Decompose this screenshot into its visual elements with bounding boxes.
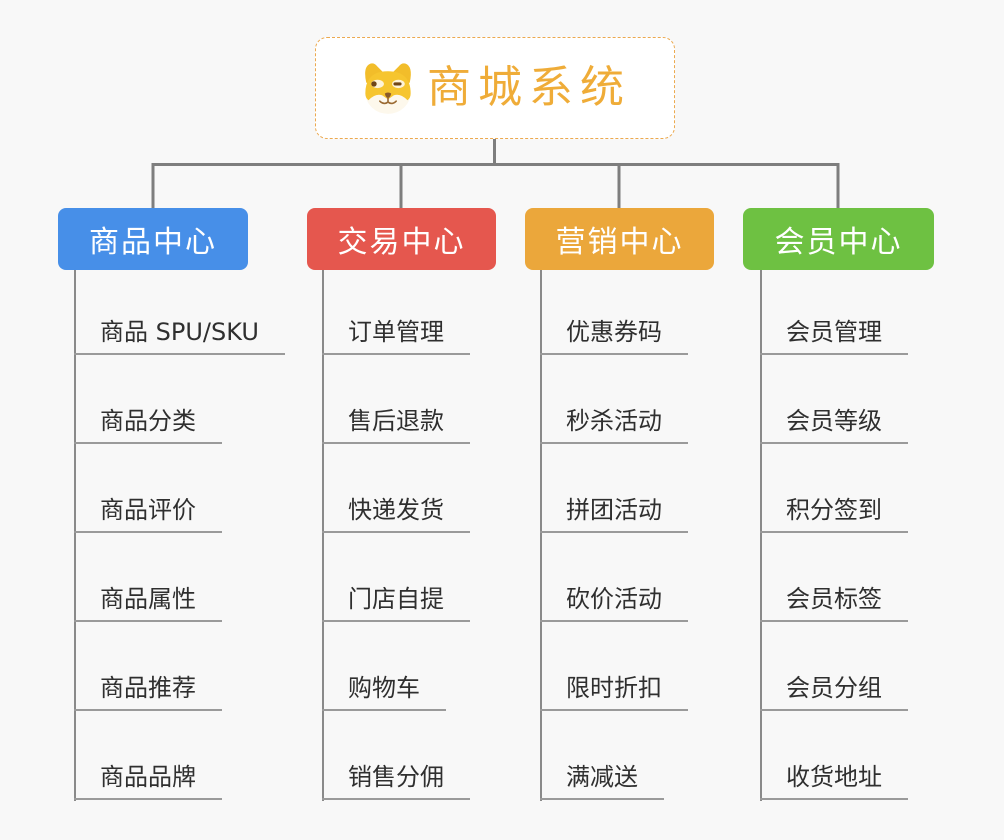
dog-icon [365, 63, 411, 114]
leaf-item[interactable]: 会员等级 [760, 408, 908, 444]
leaf-item[interactable]: 优惠券码 [540, 319, 688, 355]
leaf-item[interactable]: 商品分类 [74, 408, 222, 444]
leaf-item[interactable]: 订单管理 [322, 319, 470, 355]
leaf-column-member: 会员管理 会员等级 积分签到 会员标签 会员分组 收货地址 [760, 266, 908, 800]
leaf-item[interactable]: 商品属性 [74, 586, 222, 622]
branch-box-product[interactable]: 商品中心 [58, 208, 248, 270]
root-node[interactable]: 商城系统 [315, 37, 675, 139]
leaf-item[interactable]: 砍价活动 [540, 586, 688, 622]
root-title: 商城系统 [427, 62, 631, 113]
leaf-item[interactable]: 收货地址 [760, 764, 908, 800]
branch-box-marketing[interactable]: 营销中心 [525, 208, 714, 270]
leaf-item[interactable]: 拼团活动 [540, 497, 688, 533]
trunk-line-product [74, 270, 76, 801]
root-connector-line [151, 139, 840, 208]
leaf-column-trade: 订单管理 售后退款 快递发货 门店自提 购物车 销售分佣 [322, 266, 470, 800]
branch-box-trade[interactable]: 交易中心 [307, 208, 496, 270]
branch-label: 交易中心 [337, 225, 466, 260]
leaf-item[interactable]: 商品推荐 [74, 675, 222, 711]
branch-label: 营销中心 [555, 225, 684, 260]
leaf-item[interactable]: 商品评价 [74, 497, 222, 533]
leaf-item[interactable]: 售后退款 [322, 408, 470, 444]
branch-box-member[interactable]: 会员中心 [743, 208, 934, 270]
leaf-column-product: 商品 SPU/SKU 商品分类 商品评价 商品属性 商品推荐 商品品牌 [74, 266, 285, 800]
leaf-column-marketing: 优惠券码 秒杀活动 拼团活动 砍价活动 限时折扣 满减送 [540, 266, 688, 800]
leaf-item[interactable]: 销售分佣 [322, 764, 470, 800]
trunk-line-trade [322, 270, 324, 801]
trunk-line-marketing [540, 270, 542, 801]
leaf-item[interactable]: 商品 SPU/SKU [74, 319, 285, 355]
leaf-item[interactable]: 积分签到 [760, 497, 908, 533]
leaf-item[interactable]: 会员管理 [760, 319, 908, 355]
leaf-item[interactable]: 会员分组 [760, 675, 908, 711]
leaf-item[interactable]: 秒杀活动 [540, 408, 688, 444]
branch-label: 商品中心 [89, 225, 217, 260]
leaf-item[interactable]: 门店自提 [322, 586, 470, 622]
leaf-item[interactable]: 快递发货 [322, 497, 470, 533]
leaf-item[interactable]: 购物车 [322, 675, 446, 711]
branch-label: 会员中心 [774, 225, 903, 260]
leaf-item[interactable]: 满减送 [540, 764, 664, 800]
trunk-line-member [760, 270, 762, 801]
leaf-item[interactable]: 限时折扣 [540, 675, 688, 711]
leaf-item[interactable]: 会员标签 [760, 586, 908, 622]
leaf-item[interactable]: 商品品牌 [74, 764, 222, 800]
